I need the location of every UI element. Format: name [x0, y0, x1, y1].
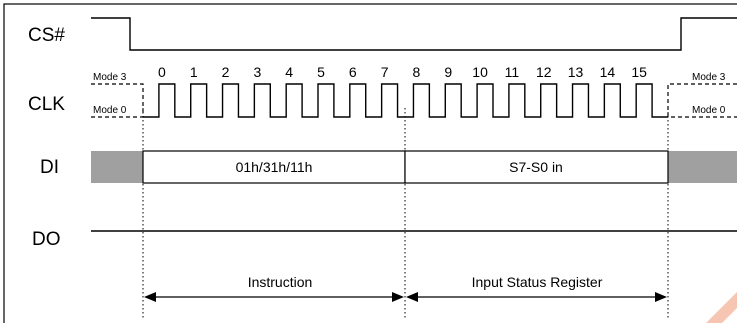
- clk-cycle-number: 7: [381, 64, 389, 80]
- register-arrowhead-left: [406, 292, 418, 302]
- instruction-arrowhead-left: [144, 292, 156, 302]
- clk-label: CLK: [28, 94, 65, 115]
- instruction-span-label: Instruction: [248, 274, 313, 290]
- di-data-text: S7-S0 in: [509, 159, 563, 175]
- cs-waveform: [91, 17, 737, 51]
- di-instruction-field: [142, 150, 406, 184]
- clk-cycle-number: 13: [568, 64, 584, 80]
- do-label: DO: [32, 229, 61, 250]
- cs-label: CS#: [28, 25, 65, 46]
- clk-cycle-number: 6: [349, 64, 357, 80]
- mode3-left-label: Mode 3: [93, 72, 127, 83]
- clk-cycle-number: 4: [285, 64, 293, 80]
- instruction-arrowhead-right: [392, 292, 404, 302]
- clk-cycle-number: 8: [413, 64, 421, 80]
- mode0-left-label: Mode 0: [93, 105, 127, 116]
- clk-cycle-number: 2: [222, 64, 230, 80]
- di-dont-care-right: [668, 151, 737, 183]
- clk-waveform: [91, 83, 737, 118]
- clk-cycle-number: 11: [505, 64, 520, 80]
- clk-cycle-number: 14: [600, 64, 616, 80]
- register-span-label: Input Status Register: [472, 274, 603, 290]
- clk-cycle-number: 12: [536, 64, 552, 80]
- clk-cycle-number: 1: [190, 64, 198, 80]
- clk-cycle-number: 5: [317, 64, 325, 80]
- di-instruction-text: 01h/31h/11h: [236, 159, 313, 175]
- clk-cycle-number: 9: [444, 64, 452, 80]
- di-label: DI: [40, 157, 59, 178]
- clk-cycle-number: 15: [631, 64, 647, 80]
- watermark-mark: [706, 292, 737, 323]
- diagram-frame: [3, 3, 737, 323]
- register-arrowhead-right: [655, 292, 667, 302]
- mode3-right-label: Mode 3: [692, 72, 726, 83]
- mode0-right-label: Mode 0: [692, 105, 726, 116]
- clk-cycle-number: 3: [253, 64, 261, 80]
- di-data-field: [404, 150, 669, 184]
- di-dont-care-left: [91, 151, 143, 183]
- clk-mode-trail: [667, 83, 737, 118]
- clk-cycle-number: 10: [472, 64, 488, 80]
- clk-cycle-number: 0: [158, 64, 166, 80]
